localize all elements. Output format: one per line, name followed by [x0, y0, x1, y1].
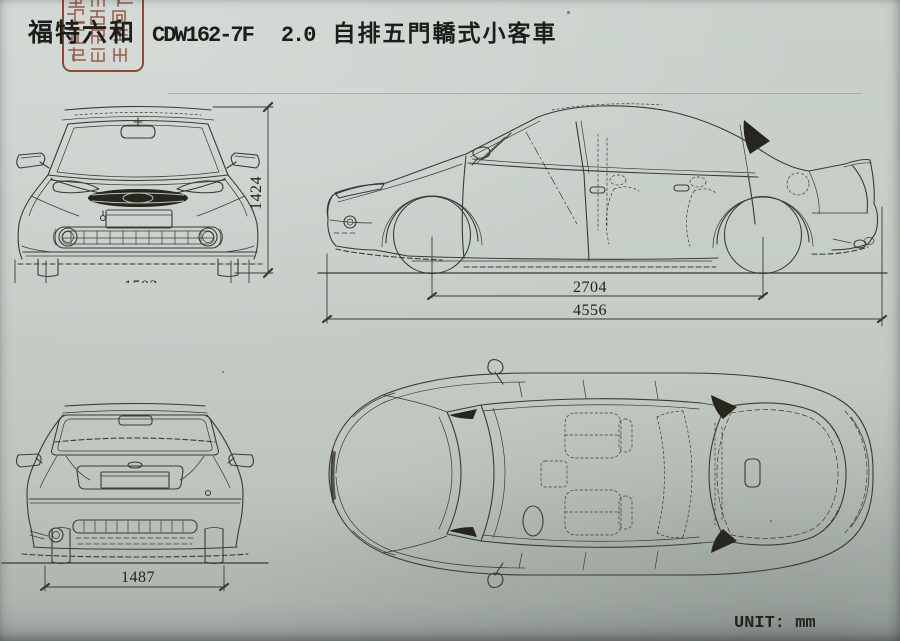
rear-track-dimension: 1487: [121, 569, 155, 586]
engine-displacement: 2.0: [280, 23, 317, 48]
front-track-dimension: 1503: [124, 278, 158, 283]
scan-speck: [222, 371, 224, 373]
front-grille: [88, 189, 188, 207]
side-view-dimensions: [321, 206, 888, 327]
front-view-drawing: 1503 1751 1424: [5, 98, 275, 322]
wheelbase-dimension: 2704: [573, 279, 607, 296]
top-view-drawing: [325, 355, 880, 610]
seal-glyphs: [67, 0, 133, 62]
front-grille-top: [330, 450, 336, 501]
unit-label: UNIT: mm: [734, 614, 816, 633]
rear-view-drawing: 1487: [0, 398, 275, 598]
overall-height-dimension: 1424: [248, 176, 265, 210]
rear-view-dimensions: [39, 565, 230, 592]
model-code: CDW162-7F: [152, 23, 255, 48]
scan-speck: [770, 520, 772, 522]
title-line: 福特六和 CDW162-7F 2.0 自排五門轎式小客車: [28, 13, 557, 49]
overall-length-dimension: 4556: [573, 302, 607, 319]
interior-seats: [540, 410, 693, 539]
paper-crease: [168, 93, 862, 94]
body-type-description: 自排五門轎式小客車: [332, 21, 558, 46]
manufacturer-name: 福特六和: [28, 20, 137, 47]
red-seal-stamp: [62, 0, 144, 72]
scan-speck: [567, 11, 570, 14]
side-view-drawing: 2704 4556: [312, 92, 900, 340]
